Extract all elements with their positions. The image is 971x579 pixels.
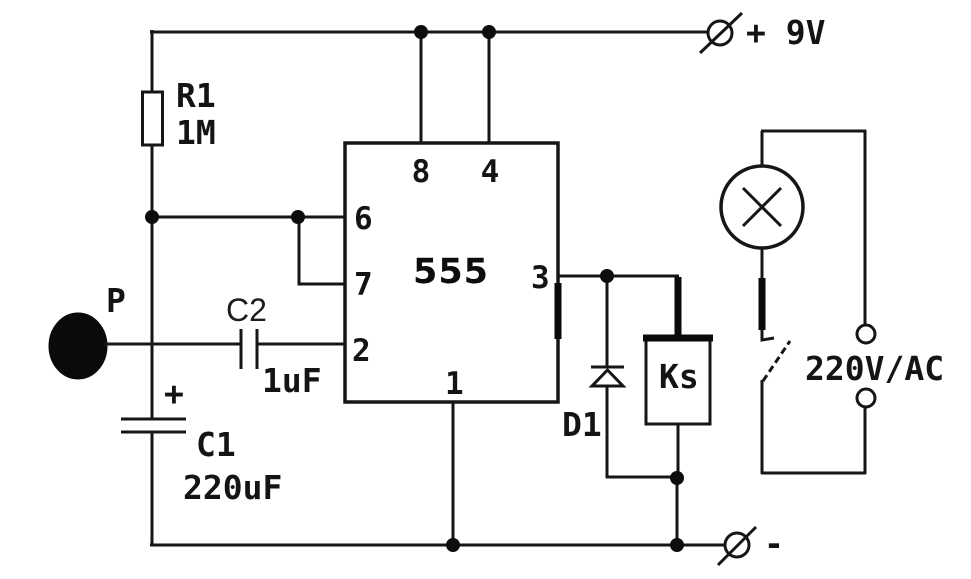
mains-voltage-label: 220V/AC [805, 349, 944, 388]
positive-supply-label: + 9V [746, 13, 825, 52]
c2-value-label: 1uF [262, 361, 322, 400]
pin-2-label: 2 [352, 333, 371, 369]
relay-contact-switch-symbol [760, 330, 792, 474]
junction-dots [145, 25, 684, 552]
c1-value-label: 220uF [183, 468, 282, 507]
pin-1-label: 1 [445, 366, 464, 402]
resistor-r1-symbol [141, 90, 164, 219]
mains-loop-wiring [761, 129, 877, 475]
capacitor-c1-symbol [121, 417, 186, 546]
r1-value-label: 1M [176, 113, 216, 152]
ic-555-label: 555 [413, 252, 489, 292]
c1-polarity-label: + [164, 374, 184, 413]
pin-7-label: 7 [354, 267, 373, 303]
relay-ks-symbol [643, 277, 713, 546]
negative-terminal-symbol [716, 525, 758, 567]
ic-555-body [343, 31, 679, 546]
diode-d1-symbol [588, 276, 678, 479]
c1-designator-label: C1 [196, 425, 236, 464]
microphone-label: P [106, 281, 126, 320]
threshold-node-wiring [150, 215, 345, 420]
positive-rail [150, 30, 708, 93]
pin-8-label: 8 [412, 154, 431, 190]
relay-ks-label: Ks [659, 357, 699, 396]
capacitor-c2-symbol [239, 329, 345, 369]
d1-designator-label: D1 [562, 405, 602, 444]
pin-4-label: 4 [481, 154, 500, 190]
r1-designator-label: R1 [176, 76, 216, 115]
positive-terminal-symbol [698, 11, 744, 55]
c2-designator-label: C2 [226, 292, 267, 328]
negative-supply-label: - [764, 524, 784, 563]
lamp-symbol [719, 131, 805, 330]
pin-6-label: 6 [354, 201, 373, 237]
microphone-symbol [48, 312, 241, 380]
pin-3-label: 3 [531, 260, 550, 296]
